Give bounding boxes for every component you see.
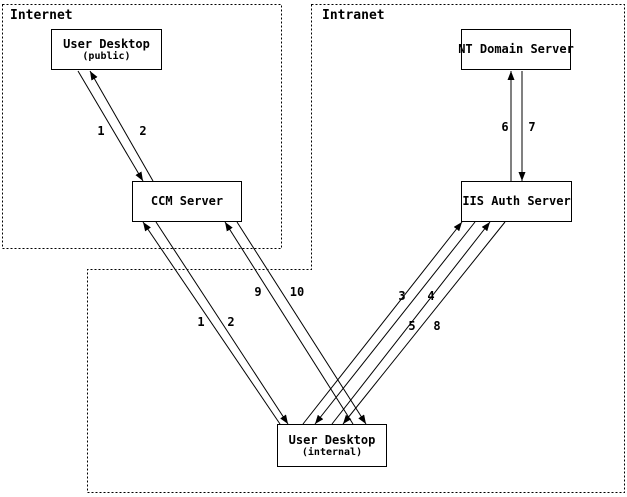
flow-label-step2-public: 2 [139,124,147,138]
node-user-desktop-internal: User Desktop (internal) [277,424,387,467]
flow-line-2-ccm-to-internal-desktop [155,221,289,425]
flow-label-step4: 4 [427,289,435,303]
node-user-desktop-internal-title: User Desktop [288,432,376,447]
flow-label-step10: 10 [289,285,305,299]
flow-line-1-internal-desktop-to-ccm [142,221,281,425]
flow-label-step8: 8 [433,319,441,333]
flow-line-3-internal-desktop-to-iis [302,221,463,425]
node-nt-domain-server: NT Domain Server [458,29,574,70]
internet-zone-border [2,4,282,249]
node-iis-auth-server: IIS Auth Server [461,181,572,222]
flow-line-9-internal-desktop-to-ccm [224,221,354,425]
flow-line-1-public-desktop-to-ccm [77,70,144,182]
flow-label-step6: 6 [501,120,509,134]
node-nt-domain-server-title: NT Domain Server [458,42,574,56]
flow-line-4-iis-to-internal-desktop [314,221,476,425]
flow-label-step5: 5 [408,319,416,333]
intranet-zone-border [87,4,625,493]
flow-label-step7: 7 [528,120,536,134]
node-ccm-server: CCM Server [132,181,242,222]
flow-label-step9: 9 [254,285,262,299]
intranet-zone-label: Intranet [322,8,385,23]
flow-label-step2-internal: 2 [227,315,235,329]
flow-label-step1-internal: 1 [197,315,205,329]
flow-line-8-iis-to-internal-desktop [342,221,506,425]
node-user-desktop-public-title: User Desktop [63,36,150,51]
flow-line-10-ccm-to-internal-desktop [236,221,367,425]
node-iis-auth-server-title: IIS Auth Server [462,194,571,208]
internet-zone-label: Internet [10,8,73,23]
flow-line-2-ccm-to-public-desktop [89,70,154,182]
node-user-desktop-public: User Desktop (public) [51,29,162,70]
flow-line-5-internal-desktop-to-iis [331,221,491,425]
flow-label-step1-public: 1 [97,124,105,138]
flow-label-step3: 3 [398,289,406,303]
node-ccm-server-title: CCM Server [150,194,224,208]
node-user-desktop-internal-subtitle: (internal) [301,446,363,458]
node-user-desktop-public-subtitle: (public) [82,50,131,62]
